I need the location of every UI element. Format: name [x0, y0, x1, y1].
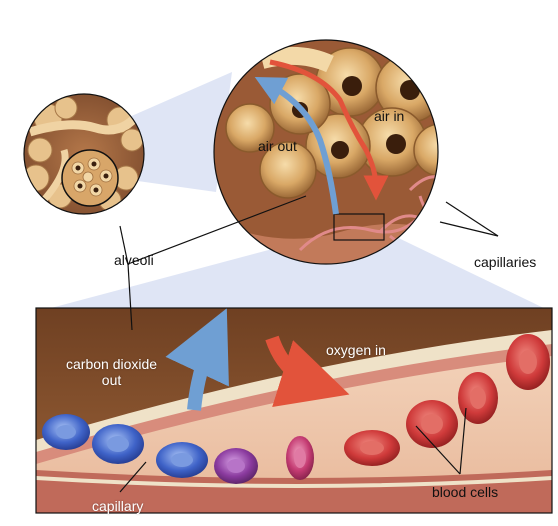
blood-cells-label: blood cells	[432, 484, 498, 500]
capillary-cross-section	[36, 308, 552, 513]
oxygen-in-label: oxygen in	[326, 342, 386, 358]
air-in-label: air in	[374, 108, 404, 124]
air-out-label: air out	[258, 138, 297, 154]
carbon-dioxide-label: carbon dioxide out	[66, 356, 157, 388]
alveoli-label: alveoli	[114, 252, 154, 268]
carbon-dioxide-line-1: carbon dioxide	[66, 356, 157, 372]
capillary-label: capillary	[92, 498, 143, 514]
small-lung-circle	[20, 90, 150, 220]
carbon-dioxide-line-2: out	[102, 372, 121, 388]
capillaries-label: capillaries	[474, 254, 536, 270]
